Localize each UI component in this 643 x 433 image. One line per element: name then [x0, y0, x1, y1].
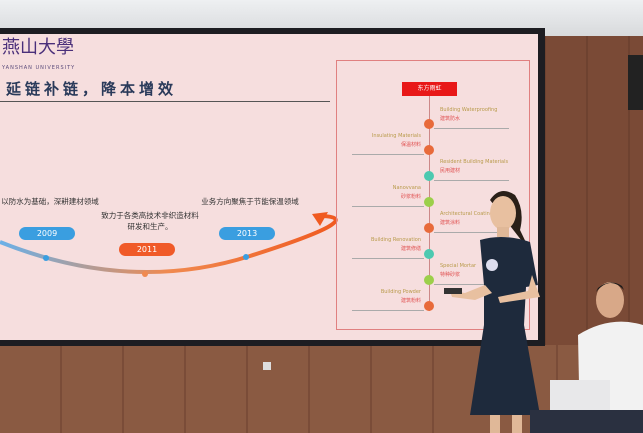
timeline-node — [424, 171, 434, 181]
segment-en-label: Architectural Coatings — [440, 211, 496, 217]
branch-line — [434, 232, 509, 233]
branch-line — [434, 180, 509, 181]
timeline-node — [424, 197, 434, 207]
segment-en-label: Building Powder — [380, 289, 421, 295]
slide-title: 延链补链，降本增效 — [6, 80, 178, 98]
panel-header: 东方雨虹 — [402, 82, 457, 96]
segment-en-label: Building Renovation — [370, 237, 421, 243]
timeline-node — [424, 119, 434, 129]
branch-line — [434, 128, 509, 129]
timeline-text-2009: 以防水为基础，深耕建材领域 — [1, 197, 99, 206]
timeline-arrow — [0, 212, 338, 277]
branch-line — [352, 258, 424, 259]
segment-cn-label: 建筑防水 — [440, 116, 461, 122]
wall-socket — [263, 362, 271, 370]
segment-cn-label: 建筑涂料 — [440, 220, 461, 226]
timeline-node — [424, 249, 434, 259]
segment-cn-label: 建筑粉料 — [400, 298, 421, 304]
business-panel: 东方雨虹 Building Waterproofing 建筑防水 Insulatin… — [336, 60, 530, 330]
university-logo: 燕山大學 — [2, 37, 74, 58]
timeline-node — [424, 223, 434, 233]
year-2009: 2009 — [19, 227, 75, 240]
branch-line — [352, 206, 424, 207]
title-divider — [0, 101, 330, 102]
timeline-node — [424, 145, 434, 155]
segment-en-label: Special Mortar — [440, 263, 477, 269]
segment-en-label: Insulating Materials — [371, 133, 421, 139]
segment-en-label: Nanovvana — [392, 185, 421, 191]
timeline-node — [424, 301, 434, 311]
presenter — [444, 191, 540, 433]
segment-cn-label: 建筑修缮 — [400, 246, 421, 252]
segment-en-label: Resident Building Materials — [440, 159, 509, 165]
segment-en-label: Building Waterproofing — [440, 107, 498, 113]
speaker — [628, 55, 643, 110]
branch-line — [352, 154, 424, 155]
year-2011: 2011 — [119, 243, 175, 256]
timeline-text-2011: 致力于各类高技术非织造材料研发和生产。 — [101, 211, 199, 231]
segment-cn-label: 砂浆粉料 — [400, 194, 421, 200]
branch-line — [352, 310, 424, 311]
timeline-text-2013: 业务方向聚焦于节能保温领域 — [201, 197, 299, 206]
segment-cn-label: 保温材料 — [400, 142, 421, 148]
university-logo-en: YANSHAN UNIVERSITY — [2, 65, 76, 71]
segment-cn-label: 民用建材 — [440, 168, 461, 174]
branch-line — [434, 284, 509, 285]
year-2013: 2013 — [219, 227, 275, 240]
timeline-node — [424, 275, 434, 285]
segment-cn-label: 特种砂浆 — [440, 272, 461, 278]
audience-member — [530, 282, 643, 433]
